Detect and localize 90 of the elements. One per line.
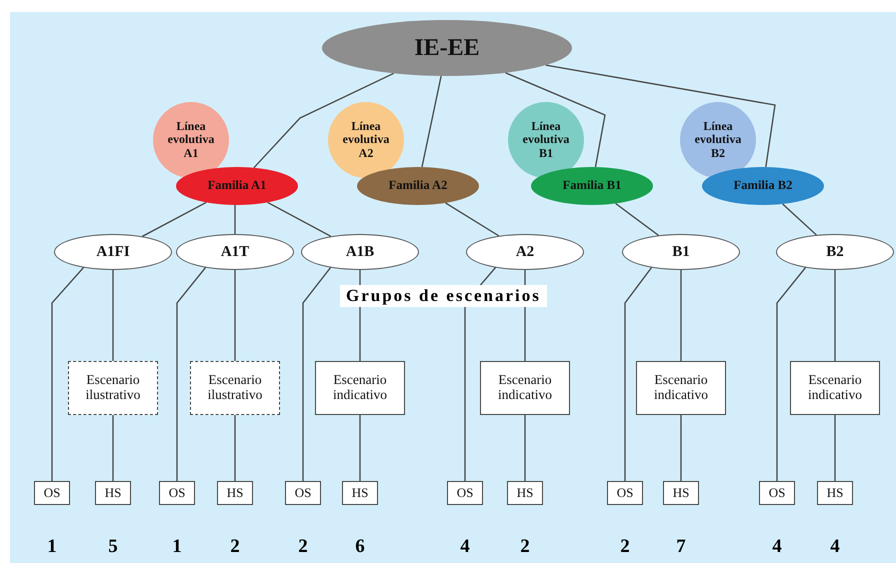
connector-line <box>782 204 817 236</box>
count-label: 1 <box>46 536 58 558</box>
connector-line <box>112 415 114 481</box>
connector-line <box>234 415 236 481</box>
node-text: A1B <box>346 244 374 260</box>
node-text: B1 <box>672 244 690 260</box>
node-text: HS <box>104 486 122 500</box>
node-text: OS <box>616 486 634 500</box>
connector-line <box>253 72 394 168</box>
hs-box <box>507 481 543 505</box>
connector-line <box>112 270 114 361</box>
section-label: Grupos de escenarios <box>340 285 547 307</box>
os-box <box>285 481 321 505</box>
connector-line <box>302 267 332 481</box>
node-text: Línea evolutiva A1 <box>166 120 216 160</box>
node-text: Familia B1 <box>562 179 622 193</box>
connector-line <box>546 64 776 168</box>
count-label: 4 <box>459 536 471 558</box>
connector-line <box>505 72 606 168</box>
connector-line <box>234 270 236 361</box>
node-text: Línea evolutiva A2 <box>342 120 390 160</box>
connector-line <box>624 267 652 481</box>
hs-box <box>663 481 699 505</box>
connector-line <box>176 267 206 481</box>
os-box <box>447 481 483 505</box>
hs-box <box>817 481 853 505</box>
node-text: A1T <box>220 244 250 260</box>
node-text: B2 <box>826 244 844 260</box>
os-box <box>34 481 70 505</box>
connector-line <box>234 205 236 234</box>
connector-line <box>464 267 496 481</box>
node-text: OS <box>168 486 186 500</box>
scenario-box <box>790 361 880 415</box>
node-text: Escenario ilustrativo <box>206 373 264 403</box>
connector-line <box>51 267 84 481</box>
connector-line <box>142 202 206 237</box>
node-text: OS <box>456 486 474 500</box>
connector-line <box>615 203 659 236</box>
connector-line <box>524 415 526 481</box>
node-text: Línea evolutiva B1 <box>522 120 570 160</box>
node-text: OS <box>44 486 60 500</box>
scenario-box <box>480 361 570 415</box>
os-box <box>759 481 795 505</box>
node-text: Familia A2 <box>388 179 448 193</box>
connector-line <box>776 267 806 481</box>
node-text: HS <box>516 486 534 500</box>
hs-box <box>95 481 131 505</box>
connector-line <box>359 415 361 481</box>
scenario-box <box>315 361 405 415</box>
node-text: OS <box>768 486 786 500</box>
node-text: Escenario ilustrativo <box>84 373 142 403</box>
node-text: Familia A1 <box>208 179 266 193</box>
connector-line <box>680 270 682 361</box>
scenario-box <box>68 361 158 415</box>
connector-line <box>834 415 836 481</box>
count-label: 4 <box>829 536 841 558</box>
os-box <box>607 481 643 505</box>
count-label: 1 <box>171 536 183 558</box>
scenario-box <box>190 361 280 415</box>
node-text: A1FI <box>96 244 130 260</box>
node-text: OS <box>294 486 312 500</box>
node-text: Escenario indicativo <box>807 373 863 403</box>
node-text: Familia B2 <box>734 179 792 193</box>
count-label: 5 <box>107 536 119 558</box>
node-text: HS <box>352 486 368 500</box>
count-label: 6 <box>354 536 366 558</box>
os-box <box>159 481 195 505</box>
count-label: 4 <box>771 536 783 558</box>
node-text: Escenario indicativo <box>497 373 553 403</box>
connector-line <box>680 415 682 481</box>
hs-box <box>217 481 253 505</box>
count-label: 7 <box>675 536 687 558</box>
node-text: Escenario indicativo <box>332 373 388 403</box>
connector-line <box>834 270 836 361</box>
count-label: 2 <box>619 536 631 558</box>
hs-box <box>342 481 378 505</box>
node-text: A2 <box>516 244 534 260</box>
node-text: HS <box>672 486 690 500</box>
node-text: Línea evolutiva B2 <box>694 120 742 160</box>
node-text: HS <box>826 486 844 500</box>
node-text: Escenario indicativo <box>653 373 709 403</box>
node-text: IE-EE <box>414 34 480 62</box>
node-text: HS <box>226 486 244 500</box>
connector-line <box>267 202 332 237</box>
connector-line <box>421 76 442 168</box>
count-label: 2 <box>519 536 531 558</box>
count-label: 2 <box>297 536 309 558</box>
count-label: 2 <box>229 536 241 558</box>
scenario-box <box>636 361 726 415</box>
connector-line <box>445 202 500 236</box>
